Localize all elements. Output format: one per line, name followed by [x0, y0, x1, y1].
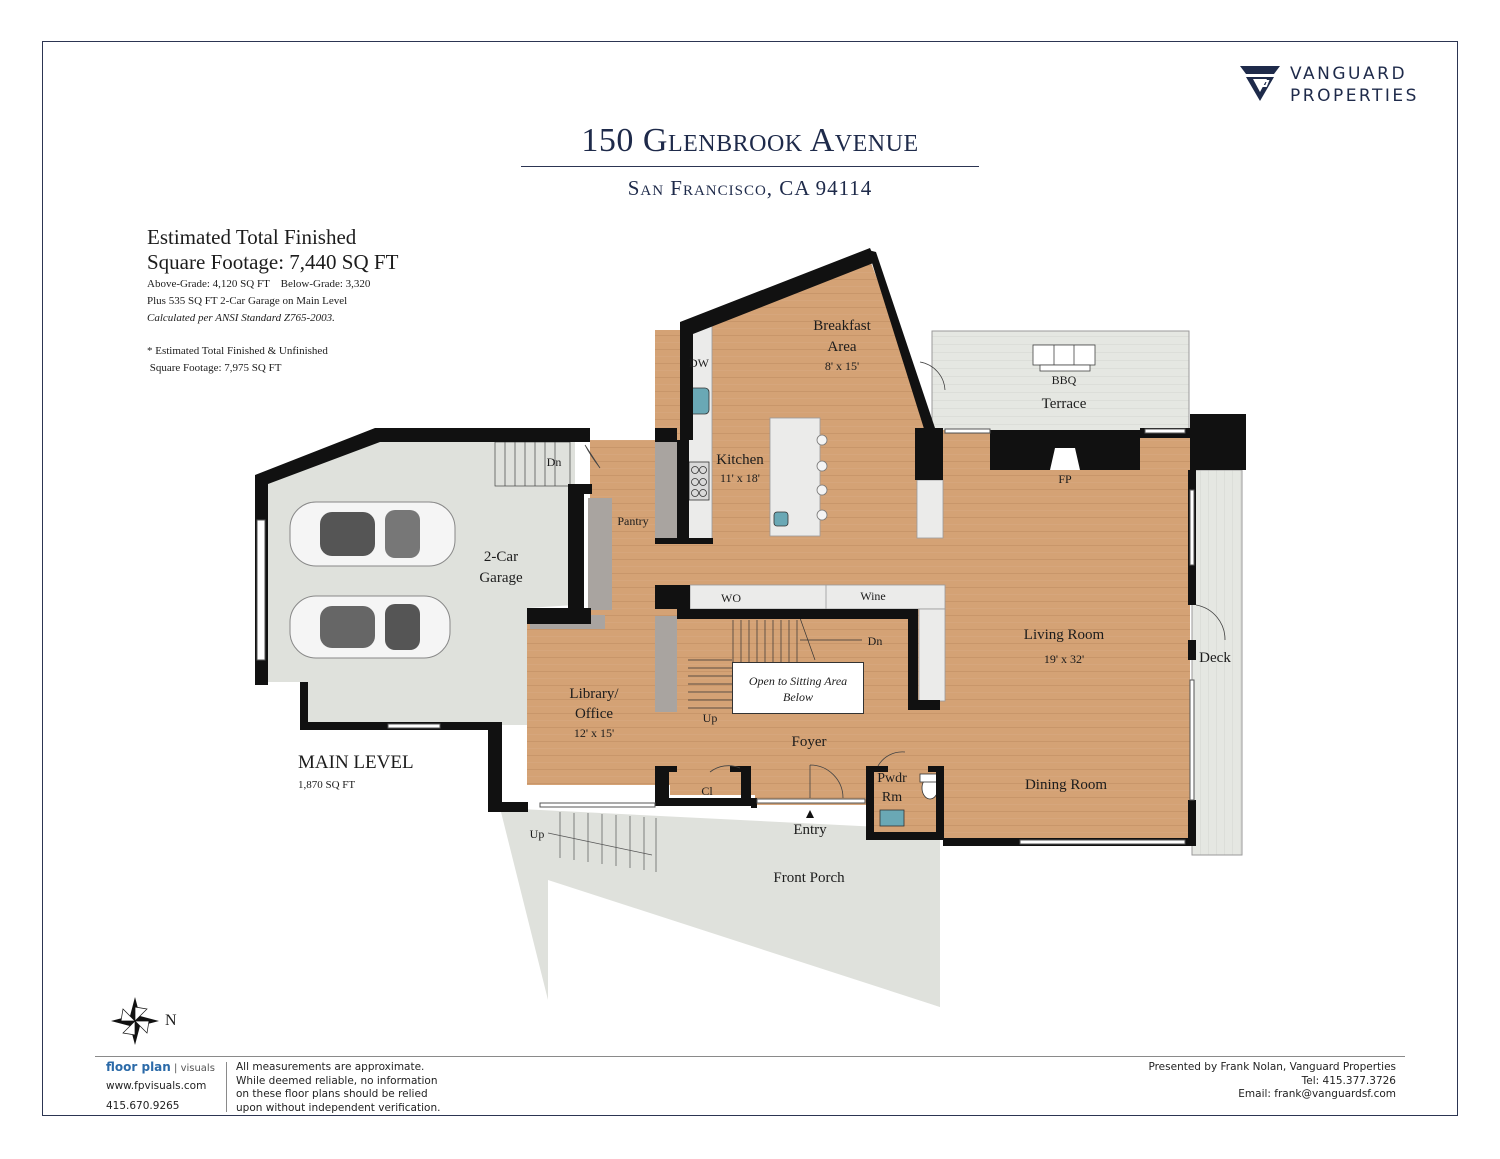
powder-label-1: Pwdr — [877, 771, 907, 786]
living-label: Living Room — [1023, 627, 1105, 643]
vanguard-emblem-icon — [1240, 66, 1280, 101]
library-label-1: Library/ — [569, 686, 619, 702]
bbq-label: BBQ — [1051, 373, 1077, 387]
footer-vertical-divider — [226, 1062, 227, 1112]
footer-divider — [95, 1056, 1405, 1057]
vanguard-logo: VANGUARD PROPERTIES — [1238, 63, 1416, 108]
fireplace-icon — [1050, 448, 1080, 470]
deck-area — [1191, 469, 1243, 856]
presenter-info: Presented by Frank Nolan, Vanguard Prope… — [1148, 1061, 1396, 1102]
powder-sink-icon — [879, 809, 905, 827]
brand-line1: VANGUARD — [1290, 64, 1408, 84]
fpv-phone: 415.670.9265 — [106, 1100, 180, 1112]
entry-label: Entry — [793, 822, 827, 838]
foyer-label: Foyer — [791, 734, 827, 750]
library-label-2: Office — [574, 706, 614, 722]
presenter-email: Email: frank@vanguardsf.com — [1238, 1088, 1396, 1100]
breakfast-label-1: Breakfast — [813, 318, 871, 334]
level-area: 1,870 SQ FT — [298, 779, 356, 791]
powder-label-2: Rm — [881, 790, 903, 805]
brand-line2: PROPERTIES — [1290, 86, 1419, 106]
car-2-icon — [289, 595, 451, 659]
level-name: MAIN LEVEL — [298, 752, 414, 773]
sq-line5: Calculated per ANSI Standard Z765-2003. — [147, 312, 335, 324]
page-subtitle: San Francisco, CA 94114 — [627, 176, 873, 200]
garage-stair-dn: Dn — [546, 455, 562, 469]
title-underline — [521, 166, 979, 167]
dw-label: DW — [689, 356, 709, 370]
disclaimer-line-2: While deemed reliable, no information — [236, 1074, 438, 1087]
fpv-brand-suffix: visuals — [180, 1063, 215, 1074]
fp-label: FP — [1058, 472, 1072, 486]
presented-by: Presented by Frank Nolan, Vanguard Prope… — [1148, 1061, 1396, 1073]
square-footage-heading: Estimated Total Finished Square Footage:… — [147, 225, 398, 275]
island-sink-icon — [773, 511, 789, 527]
page-frame — [42, 41, 1458, 1116]
living-dim: 19' x 32' — [1043, 652, 1085, 666]
breakfast-dim: 8' x 15' — [824, 359, 860, 373]
fpv-brand: floor plan | visuals — [106, 1060, 215, 1074]
sq-line3: Above-Grade: 4,120 SQ FT Below-Grade: 3,… — [147, 278, 371, 290]
terrace-label: Terrace — [1041, 396, 1087, 412]
garage-label-1: 2-Car — [483, 549, 519, 565]
sq-line2: Square Footage: 7,440 SQ FT — [147, 250, 399, 274]
page-title: 150 Glenbrook Avenue — [581, 122, 919, 159]
library-dim: 12' x 15' — [573, 726, 615, 740]
sq-line4: Plus 535 SQ FT 2-Car Garage on Main Leve… — [147, 295, 348, 307]
garage-label-2: Garage — [479, 570, 523, 586]
dining-label: Dining Room — [1024, 777, 1108, 793]
fpv-url: www.fpvisuals.com — [106, 1080, 207, 1092]
fpv-brand-main: floor plan — [106, 1060, 171, 1074]
porch-up-label: Up — [529, 827, 545, 841]
pantry-label: Pantry — [617, 514, 649, 528]
entry-arrow-icon — [806, 810, 814, 818]
closet-label: Cl — [701, 784, 713, 798]
sq-note1: * Estimated Total Finished & Unfinished — [147, 345, 328, 357]
sq-note2: Square Footage: 7,975 SQ FT — [147, 362, 282, 374]
kitchen-dim: 11' x 18' — [720, 471, 760, 485]
disclaimer-line-4: upon without independent verification. — [236, 1101, 441, 1114]
disclaimer-line-1: All measurements are approximate. — [236, 1061, 425, 1073]
deck-label: Deck — [1199, 650, 1231, 666]
bbq-icon — [1032, 344, 1096, 372]
compass-icon — [111, 997, 159, 1045]
car-1-icon — [289, 501, 456, 567]
disclaimer: All measurements are approximate. While … — [236, 1061, 440, 1115]
stair-up-label: Up — [702, 711, 718, 725]
sq-line1: Estimated Total Finished — [147, 225, 357, 249]
compass-north-label: N — [165, 1012, 177, 1029]
breakfast-label-2: Area — [827, 339, 857, 355]
presenter-tel: Tel: 415.377.3726 — [1301, 1074, 1396, 1087]
wine-label: Wine — [860, 589, 886, 603]
wo-label: WO — [721, 591, 741, 605]
open-to-sitting-box: Open to Sitting Area Below — [732, 662, 864, 714]
disclaimer-line-3: on these floor plans should be relied — [236, 1088, 428, 1100]
front-porch-label: Front Porch — [773, 870, 845, 886]
open-line1: Open to Sitting Area — [748, 674, 848, 688]
open-line2: Below — [783, 690, 813, 704]
kitchen-label: Kitchen — [716, 452, 764, 468]
stair-dn-label: Dn — [867, 634, 883, 648]
